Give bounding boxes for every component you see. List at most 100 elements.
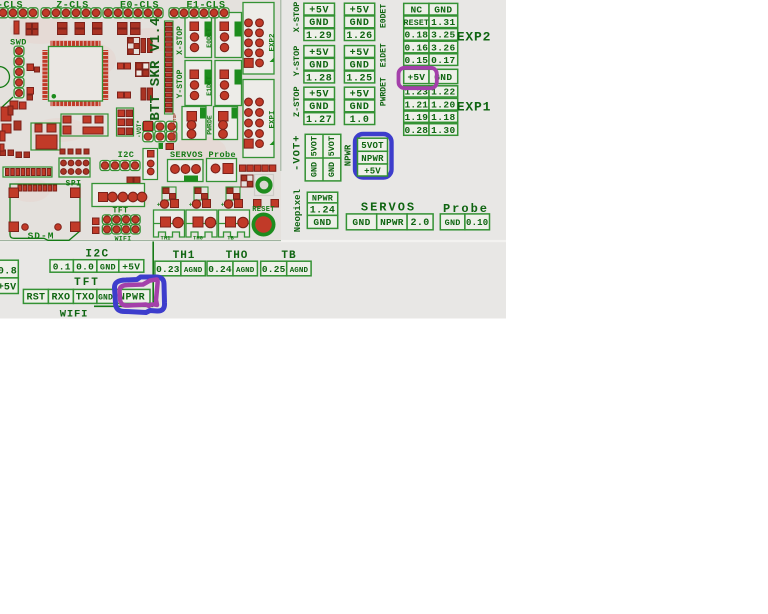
svg-text:SERVOS Probe: SERVOS Probe — [170, 150, 236, 160]
svg-text:NPWR: NPWR — [344, 144, 354, 166]
svg-text:2.0: 2.0 — [410, 218, 429, 229]
svg-text:1.18: 1.18 — [431, 112, 455, 123]
svg-text:1.23: 1.23 — [405, 87, 429, 98]
svg-text:Probe: Probe — [443, 202, 489, 216]
svg-text:+5V: +5V — [0, 283, 16, 294]
svg-text:1.0: 1.0 — [350, 115, 370, 126]
svg-text:0.8: 0.8 — [0, 266, 17, 277]
svg-text:-VOT+: -VOT+ — [292, 134, 304, 171]
svg-text:NPWR: NPWR — [361, 154, 384, 164]
svg-text:GND: GND — [309, 61, 329, 72]
svg-text:+5V: +5V — [122, 261, 140, 272]
svg-text:AGND: AGND — [290, 267, 309, 275]
svg-text:TH0: TH0 — [193, 235, 203, 242]
svg-text:I2C: I2C — [118, 150, 135, 160]
svg-text:PWRDET: PWRDET — [380, 77, 389, 106]
svg-text:GND: GND — [310, 162, 320, 177]
svg-text:RXO: RXO — [51, 293, 70, 304]
svg-text:E1DET: E1DET — [380, 43, 389, 67]
svg-text:THO: THO — [226, 250, 249, 262]
svg-text:3.26: 3.26 — [431, 42, 455, 53]
svg-text:SERVOS: SERVOS — [361, 201, 416, 215]
svg-text:TH1: TH1 — [161, 235, 172, 242]
svg-text:RST: RST — [26, 293, 45, 304]
svg-text:5VOT: 5VOT — [361, 141, 384, 151]
svg-text:GND: GND — [350, 102, 370, 113]
svg-text:GND: GND — [445, 218, 461, 228]
svg-text:GND: GND — [100, 262, 116, 272]
svg-text:SD-M: SD-M — [28, 231, 55, 242]
svg-text:0.28: 0.28 — [405, 125, 429, 136]
svg-text:RESET: RESET — [252, 206, 275, 214]
svg-text:1.28: 1.28 — [306, 73, 332, 84]
svg-text:GND: GND — [350, 18, 370, 29]
svg-text:+5V: +5V — [364, 166, 381, 176]
svg-text:5VOT: 5VOT — [327, 136, 337, 156]
svg-text:AGND: AGND — [184, 267, 203, 275]
svg-text:0.18: 0.18 — [405, 30, 429, 41]
svg-text:0.10: 0.10 — [466, 218, 488, 228]
svg-text:1.26: 1.26 — [346, 31, 372, 42]
svg-text:1.19: 1.19 — [405, 112, 429, 123]
svg-text:-VOT*: -VOT* — [136, 120, 143, 138]
svg-text:E0DET: E0DET — [206, 28, 213, 48]
svg-text:+: + — [157, 202, 161, 209]
svg-text:NPWR Z-STOP: NPWR Z-STOP — [174, 113, 178, 141]
svg-text:EXP1: EXP1 — [457, 100, 491, 115]
svg-text:GND: GND — [309, 18, 329, 29]
svg-text:1.29: 1.29 — [306, 31, 332, 42]
svg-text:RESET: RESET — [404, 19, 430, 28]
svg-text:TB: TB — [281, 250, 296, 262]
svg-text:+5V: +5V — [350, 5, 370, 16]
svg-text:EXP2: EXP2 — [457, 30, 491, 45]
svg-text:0.25: 0.25 — [262, 264, 286, 275]
svg-text:0.1: 0.1 — [53, 261, 71, 272]
svg-text:+5V: +5V — [309, 48, 329, 59]
svg-text:+5V: +5V — [309, 5, 329, 16]
svg-text:0.16: 0.16 — [405, 42, 429, 53]
svg-text:5VOT: 5VOT — [310, 136, 320, 156]
svg-text:Y-STOP: Y-STOP — [292, 46, 302, 77]
svg-text:E1DET: E1DET — [206, 76, 213, 96]
svg-text:TB: TB — [227, 235, 234, 242]
svg-text:+: + — [221, 202, 225, 209]
svg-text:1.20: 1.20 — [431, 100, 455, 111]
svg-text:NC: NC — [410, 5, 422, 16]
svg-text:Neopixel: Neopixel — [293, 189, 303, 233]
svg-text:1.30: 1.30 — [431, 125, 455, 136]
svg-text:GND: GND — [98, 294, 113, 303]
svg-text:1.21: 1.21 — [405, 100, 429, 111]
svg-text:E0-CLS: E0-CLS — [120, 1, 159, 12]
svg-text:E0DET: E0DET — [380, 4, 389, 28]
svg-text:Y-STOP: Y-STOP — [176, 69, 185, 98]
svg-text:PWRDE: PWRDE — [206, 115, 213, 135]
svg-text:WIFI: WIFI — [115, 236, 132, 243]
svg-text:+5V: +5V — [350, 89, 370, 100]
svg-text:TFT: TFT — [74, 277, 100, 289]
svg-text:BTT SKR V1.4: BTT SKR V1.4 — [148, 17, 164, 120]
svg-text:0.0: 0.0 — [76, 261, 94, 272]
svg-text:SWD: SWD — [10, 38, 27, 48]
svg-text:GND: GND — [350, 61, 370, 72]
svg-text:0.24: 0.24 — [208, 264, 232, 275]
svg-text:1.22: 1.22 — [431, 87, 455, 98]
svg-text:+5V: +5V — [407, 72, 425, 83]
svg-text:Z-CLS: Z-CLS — [56, 1, 89, 12]
svg-text:GND: GND — [352, 217, 370, 228]
svg-text:0.23: 0.23 — [156, 264, 180, 275]
svg-text:NPWR: NPWR — [380, 217, 404, 228]
svg-text:X-STOP: X-STOP — [292, 2, 302, 33]
svg-text:X-STOP: X-STOP — [176, 26, 185, 55]
svg-text:GND: GND — [434, 5, 452, 16]
svg-text:+: + — [189, 202, 193, 209]
svg-text:1.24: 1.24 — [310, 205, 336, 216]
svg-text:GND: GND — [313, 217, 331, 228]
svg-text:AGND: AGND — [236, 267, 255, 275]
svg-text:0.17: 0.17 — [431, 55, 455, 66]
svg-text:TXO: TXO — [76, 293, 95, 304]
svg-text:-CLS: -CLS — [0, 1, 23, 12]
svg-text:+5V: +5V — [309, 89, 329, 100]
svg-text:TH1: TH1 — [173, 250, 196, 262]
svg-text:I2C: I2C — [85, 249, 109, 261]
svg-text:NPWR: NPWR — [119, 293, 145, 304]
